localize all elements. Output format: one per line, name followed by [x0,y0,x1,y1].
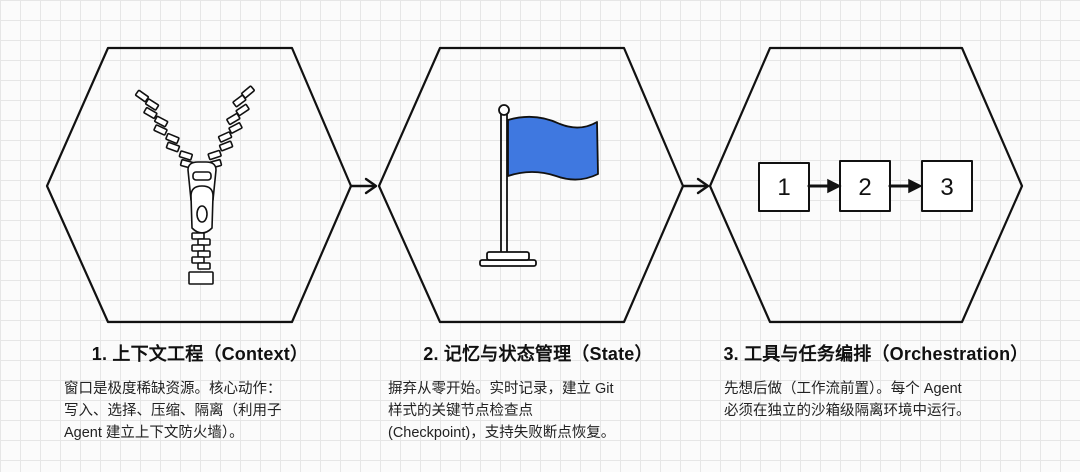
hexagon-context [45,46,353,324]
diagram-canvas: 1 2 3 [45,46,1024,324]
zipper-tooth [165,132,180,145]
zipper-tooth [232,94,247,108]
hexagon-orchestration [708,46,1024,324]
zipper-tooth [153,124,168,136]
zipper-tooth [226,112,241,126]
caption-context: 1. 上下文工程（Context） 窗口是极度稀缺资源。核心动作： 写入、选择、… [40,340,360,444]
zipper-tooth [145,98,160,111]
zipper-tooth [134,89,150,103]
caption-state: 2. 记忆与状态管理（State） 摒弃从零开始。实时记录，建立 Git 样式的… [378,340,698,444]
step-description-context: 窗口是极度稀缺资源。核心动作： 写入、选择、压缩、隔离（利用子 Agent 建立… [40,378,360,444]
desc-line: 摒弃从零开始。实时记录，建立 Git [388,381,614,397]
zipper-tooth [197,250,211,258]
desc-line: 写入、选择、压缩、隔离（利用子 [64,403,282,419]
caption-orchestration: 3. 工具与任务编排（Orchestration） 先想后做（工作流前置）。每个… [716,340,1036,422]
zipper-tooth [178,150,194,161]
zipper-tooth [191,244,205,252]
desc-line: 先想后做（工作流前置）。每个 Agent [724,381,962,397]
step-title-state: 2. 记忆与状态管理（State） [423,344,653,364]
sequence-box-3 [921,160,973,212]
zipper-tooth [197,262,211,270]
desc-line: (Checkpoint)，支持失败断点恢复。 [388,425,616,441]
step-description-state: 摒弃从零开始。实时记录，建立 Git 样式的关键节点检查点 (Checkpoin… [378,378,698,444]
desc-line: 窗口是极度稀缺资源。核心动作： [64,381,282,397]
sequence-icon: 1 2 3 [758,160,973,212]
arrow-2-to-3 [681,177,710,195]
step-description-orchestration: 先想后做（工作流前置）。每个 Agent 必须在独立的沙箱级隔离环境中运行。 [716,378,1036,422]
zipper-tooth [143,106,158,120]
step-title-orchestration: 3. 工具与任务编排（Orchestration） [723,344,1029,364]
desc-line: Agent 建立上下文防火墙）。 [64,425,244,441]
hexagon-state [377,46,685,324]
desc-line: 样式的关键节点检查点 [388,403,533,419]
zipper-icon [134,85,255,285]
zipper-tooth [165,141,181,153]
flag-cloth [507,115,599,181]
zipper-tooth [217,131,233,143]
zipper-tooth [207,149,222,161]
sequence-label-2: 2 [858,174,871,201]
sequence-label-1: 1 [777,174,790,201]
sequence-box-1 [758,162,810,212]
step-title-context: 1. 上下文工程（Context） [91,344,309,364]
desc-line: 必须在独立的沙箱级隔离环境中运行。 [724,403,971,419]
zipper-tooth [191,256,205,264]
sequence-label-3: 3 [940,174,953,201]
zipper-tooth [154,115,169,128]
zipper-tooth [191,232,205,240]
flag-icon [479,104,599,267]
arrow-1-to-2 [349,177,378,195]
zipper-tooth [218,140,234,152]
zipper-tooth [228,122,243,134]
zipper-tooth [197,238,211,246]
